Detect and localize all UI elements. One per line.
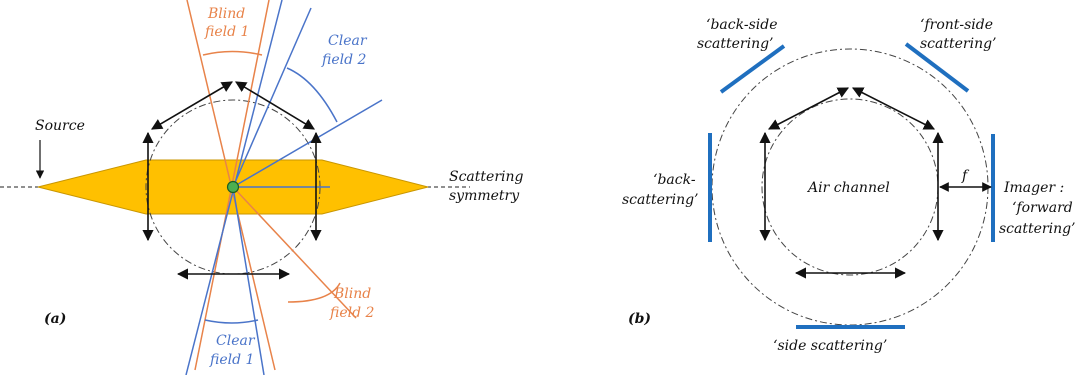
- blind-field-1-label: field 1: [204, 24, 249, 40]
- panel-a-tag: (a): [44, 311, 66, 327]
- clear-field-1-label: field 1: [209, 352, 254, 368]
- air-channel-label: Air channel: [806, 180, 890, 196]
- arrow: [151, 81, 233, 130]
- back-side-scattering-label: scattering’: [697, 36, 774, 52]
- front-side-scattering-label: ‘front-side: [920, 17, 993, 33]
- panel-a: Source Scattering symmetry Blind field 1…: [0, 0, 524, 375]
- panel-b: ‘back-side scattering’ ‘front-side scatt…: [622, 17, 1076, 354]
- imager-label: Imager :: [1003, 180, 1064, 196]
- clear-line: [232, 99, 383, 188]
- front-side-imager: [904, 42, 970, 93]
- clear-field-1-label: Clear: [216, 333, 256, 349]
- back-side-scattering-label: ‘back-side: [706, 17, 777, 33]
- back-scattering-label: ‘back-: [653, 172, 696, 188]
- back-side-imager: [719, 44, 786, 94]
- clear-field-1-arc: [204, 319, 259, 324]
- center-point: [226, 180, 240, 194]
- scattering-label: Scattering: [449, 169, 524, 185]
- back-scattering-label: scattering’: [622, 192, 699, 208]
- focal-distance-label: f: [961, 168, 970, 184]
- blind-field-2-label: Blind: [333, 286, 371, 302]
- panel-b-tag: (b): [628, 311, 651, 327]
- clear-field-2-arc: [286, 67, 338, 123]
- side-scattering-label: ‘side scattering’: [773, 338, 887, 354]
- arrow: [768, 87, 849, 130]
- arrow: [235, 81, 315, 130]
- blind-field-1-arc: [202, 50, 263, 56]
- clear-field-2-label: Clear: [328, 33, 368, 49]
- blind-line: [232, 186, 357, 319]
- blind-field-2-label: field 2: [329, 305, 375, 321]
- blind-field-1-label: Blind: [207, 6, 245, 22]
- source-label: Source: [35, 118, 85, 134]
- clear-line: [232, 186, 265, 375]
- symmetry-label: symmetry: [449, 188, 520, 204]
- forward-scattering-label: ‘forward: [1012, 200, 1073, 216]
- forward-scattering-label: scattering’: [999, 221, 1076, 237]
- arrow: [852, 87, 935, 130]
- front-side-scattering-label: scattering’: [920, 36, 997, 52]
- clear-field-2-label: field 2: [321, 52, 367, 68]
- blind-field-2-arc: [287, 282, 341, 303]
